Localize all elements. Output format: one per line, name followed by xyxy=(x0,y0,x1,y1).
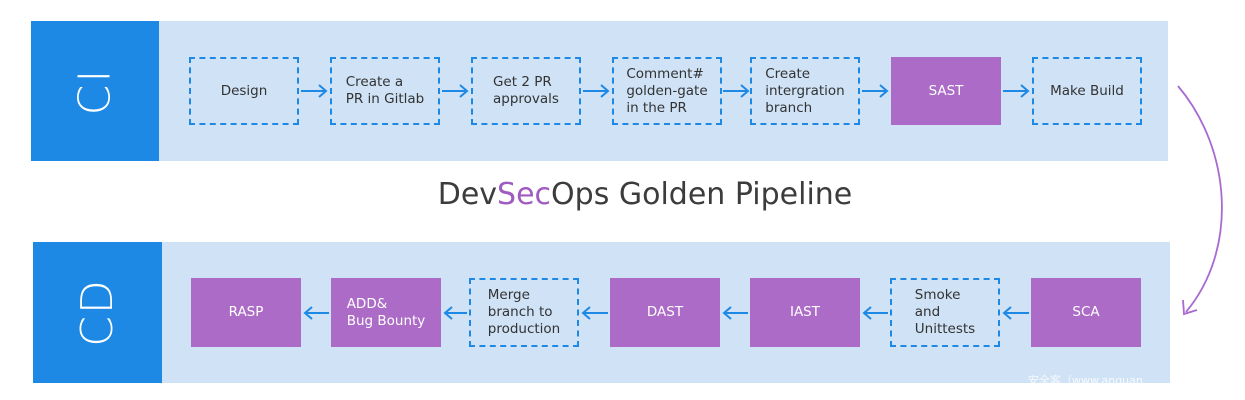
cd-step-merge-production: Merge branch to production xyxy=(469,278,579,347)
ci-step-design: Design xyxy=(189,57,299,125)
ci-step-create-pr: Create a PR in Gitlab xyxy=(330,57,440,125)
cd-arrow-3 xyxy=(581,306,608,320)
diagram-title: DevSecOps Golden Pipeline xyxy=(0,177,1245,212)
ci-stage-label: CI xyxy=(31,21,159,161)
cd-step-sca: SCA xyxy=(1031,278,1141,347)
ci-step-make-build: Make Build xyxy=(1032,57,1142,125)
cd-step-smoke-unittests: Smoke and Unittests xyxy=(890,278,1000,347)
title-prefix: Dev xyxy=(437,177,498,212)
cd-arrow-1 xyxy=(303,306,329,320)
cd-step-dast: DAST xyxy=(610,278,720,347)
ci-step-comment-golden-gate: Comment# golden-gate in the PR xyxy=(612,57,722,125)
ci-arrow-3 xyxy=(583,84,610,98)
ci-arrow-2 xyxy=(442,84,469,98)
cd-step-iast: IAST xyxy=(750,278,860,347)
cd-arrow-2 xyxy=(443,306,467,320)
cd-step-rasp: RASP xyxy=(191,278,301,347)
ci-arrow-5 xyxy=(862,84,889,98)
cd-stage-label: CD xyxy=(33,242,162,383)
ci-step-sast: SAST xyxy=(891,57,1001,125)
cd-arrow-5 xyxy=(862,306,888,320)
cd-arrow-4 xyxy=(722,306,748,320)
title-accent: Sec xyxy=(497,177,552,212)
title-suffix: Ops Golden Pipeline xyxy=(551,177,853,212)
ci-step-integration-branch: Create intergration branch xyxy=(750,57,860,125)
watermark-text: 安全客（www.anquan xyxy=(1028,374,1143,387)
cd-arrow-6 xyxy=(1002,306,1029,320)
cd-step-add-bug-bounty: ADD& Bug Bounty xyxy=(331,278,441,347)
ci-arrow-1 xyxy=(301,84,328,98)
ci-step-pr-approvals: Get 2 PR approvals xyxy=(471,57,581,125)
ci-arrow-4 xyxy=(723,84,750,98)
ci-arrow-6 xyxy=(1003,84,1030,98)
